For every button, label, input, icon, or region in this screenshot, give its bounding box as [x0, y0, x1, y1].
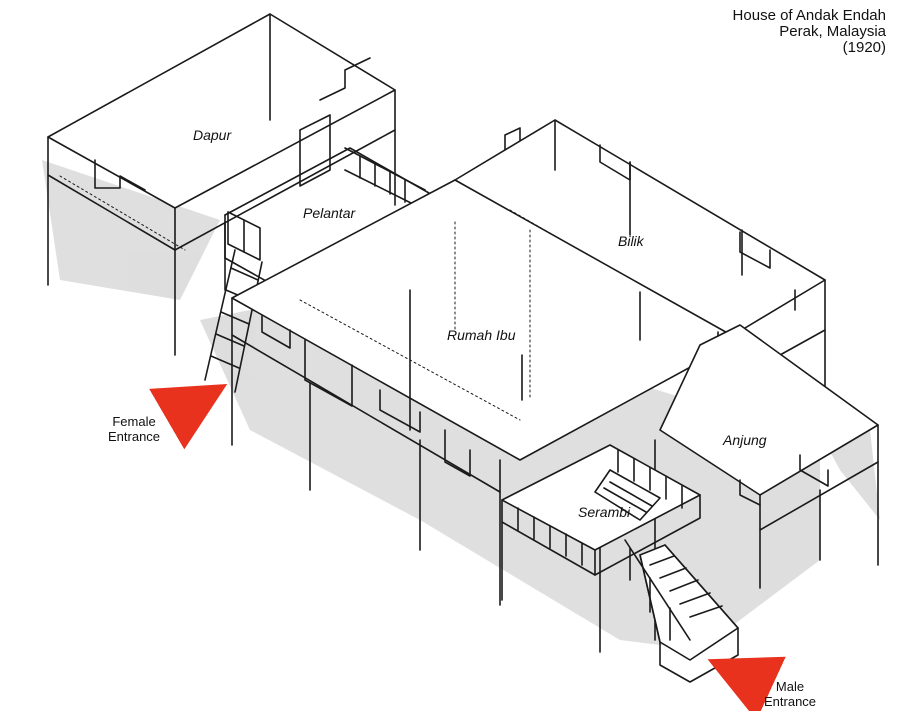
female-entrance-label-line-1: Female: [112, 414, 156, 429]
female-entrance-arrow: [149, 383, 228, 450]
male-entrance-stair: [624, 539, 739, 683]
room-label-anjung: Anjung: [723, 432, 767, 448]
room-label-rumah-ibu: Rumah Ibu: [447, 327, 516, 343]
male-entrance-arrow: [707, 656, 786, 711]
male-entrance-label: Male Entrance: [764, 679, 816, 709]
female-entrance-label: Female Entrance: [108, 414, 160, 444]
room-label-pelantar: Pelantar: [303, 205, 356, 221]
male-entrance-label-line-2: Entrance: [764, 694, 817, 709]
room-label-bilik: Bilik: [618, 233, 644, 249]
title-line-2: Perak, Malaysia: [779, 23, 886, 40]
male-entrance-label-line-1: Male: [775, 679, 805, 694]
room-label-serambi: Serambi: [578, 504, 631, 520]
title-line-1: House of Andak Endah: [732, 7, 886, 24]
rumah-ibu-block: [231, 179, 741, 606]
diagram-title: House of Andak Endah Perak, Malaysia (19…: [733, 8, 886, 56]
female-entrance-label-line-2: Entrance: [108, 429, 161, 444]
room-label-dapur: Dapur: [193, 127, 232, 143]
title-line-3: (1920): [842, 39, 886, 56]
